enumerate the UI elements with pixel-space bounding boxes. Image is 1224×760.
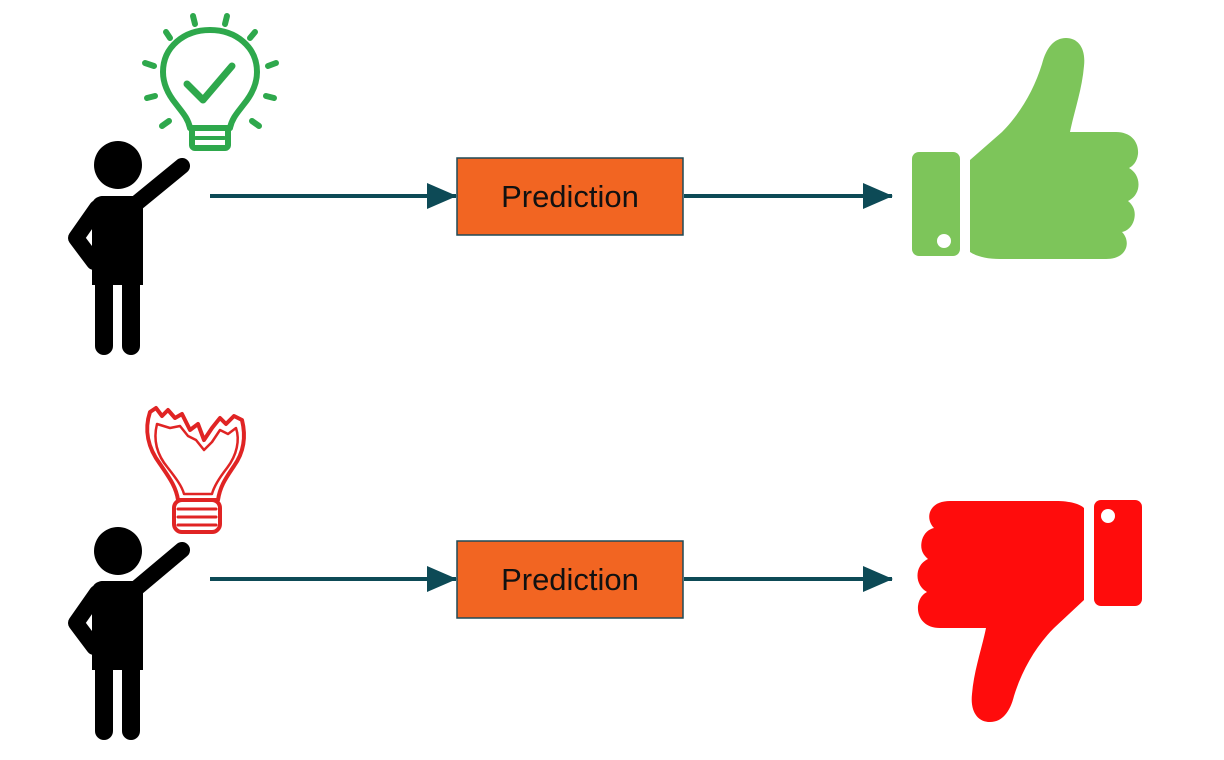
broken-lightbulb-icon	[145, 406, 246, 534]
prediction-box: Prediction	[456, 540, 684, 619]
prediction-box: Prediction	[456, 157, 684, 236]
thumbs-up-icon	[912, 38, 1139, 259]
row-good: Prediction	[68, 13, 1139, 355]
lightbulb-check-icon	[142, 13, 279, 151]
thumbs-down-icon	[917, 500, 1142, 722]
prediction-label: Prediction	[501, 179, 639, 214]
person-icon	[68, 527, 190, 740]
person-icon	[68, 141, 190, 355]
row-bad: Prediction	[68, 406, 1142, 740]
prediction-label: Prediction	[501, 562, 639, 597]
